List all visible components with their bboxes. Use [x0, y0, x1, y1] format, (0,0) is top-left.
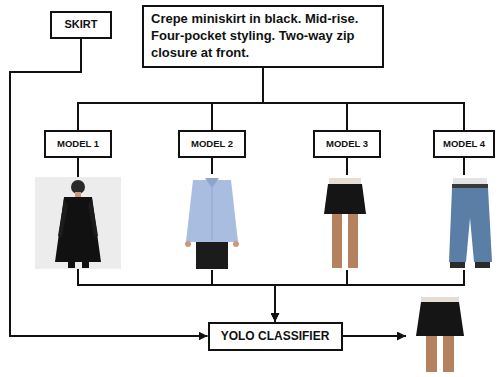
box-label: SKIRT [65, 18, 98, 31]
classifier-box: YOLO CLASSIFIER [208, 322, 343, 351]
model-photo [184, 174, 242, 270]
box-label: MODEL 2 [191, 138, 233, 149]
model-box: MODEL 4 [433, 130, 495, 158]
connector-line [212, 68, 263, 130]
box-label: MODEL 1 [57, 138, 99, 149]
output-arrow [342, 335, 406, 337]
box-label: MODEL 3 [326, 138, 368, 149]
model-box: MODEL 3 [313, 130, 381, 158]
connector-line [263, 68, 464, 130]
model-photo [35, 177, 121, 269]
model-photo [446, 175, 494, 270]
box-label: YOLO CLASSIFIER [221, 329, 330, 343]
output-photo [416, 297, 464, 372]
model-box: MODEL 2 [178, 130, 246, 158]
model-box: MODEL 1 [44, 130, 112, 158]
box-label: MODEL 4 [443, 138, 485, 149]
model-photo [322, 175, 368, 270]
connector-line [263, 68, 347, 130]
connector-line [10, 39, 208, 336]
description-text: Crepe miniskirt in black. Mid-rise. Four… [151, 11, 375, 62]
connector-line [78, 68, 263, 130]
input-box: SKIRT [50, 11, 112, 39]
connector-line [275, 158, 464, 322]
description-box: Crepe miniskirt in black. Mid-rise. Four… [142, 5, 384, 68]
